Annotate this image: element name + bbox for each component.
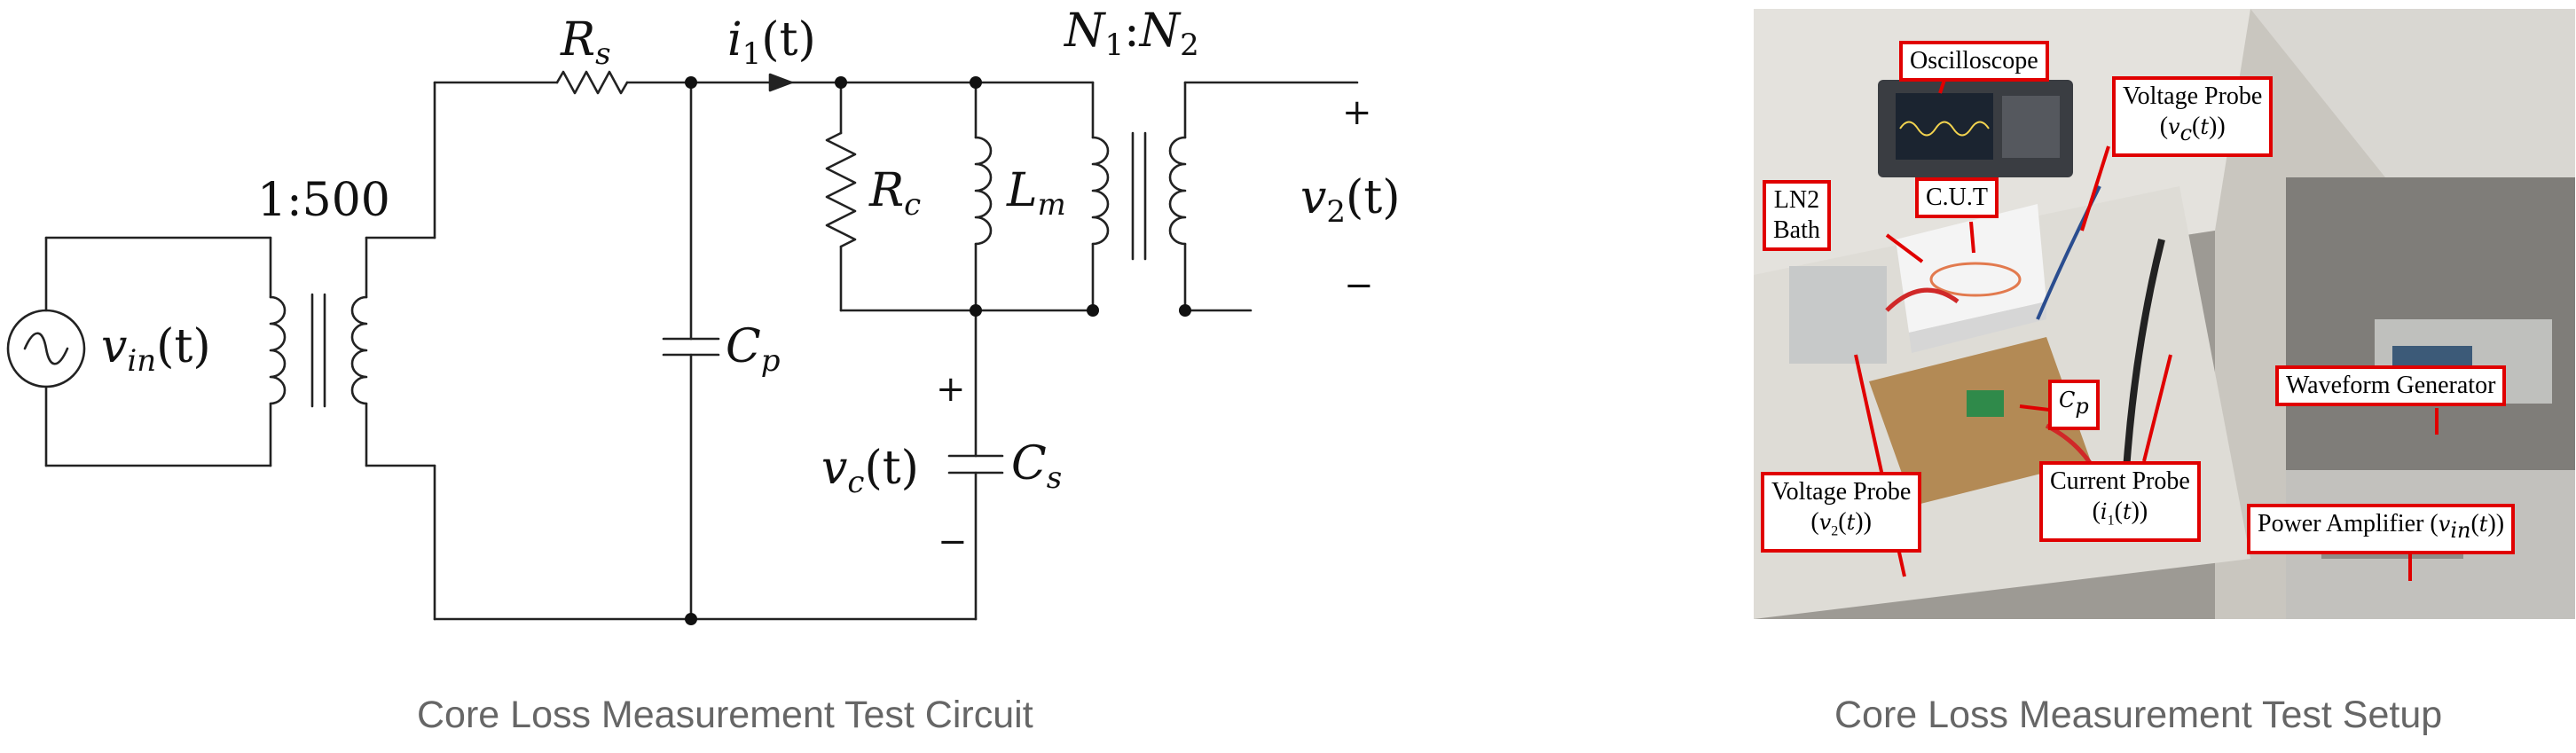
current-arrow-icon [768,73,793,92]
power-amplifier-label: Power Amplifier (vin(t)) [2247,504,2516,554]
test-setup-photo: Oscilloscope Voltage Probe (vc(t)) LN2 B… [1754,9,2575,619]
rs-resistor [555,70,629,95]
rs-label: Rs [560,13,611,72]
lm-label: Lm [1006,164,1066,223]
ideal-transformer [974,81,1359,312]
v2-plus-sign: + [1342,92,1372,133]
cp-capacitor [662,81,720,621]
lm-inductor [974,81,993,312]
voltage-probe-v2-label: Voltage Probe (v2(t)) [1761,472,1922,553]
oscilloscope-label: Oscilloscope [1899,41,2049,82]
cs-capacitor [947,309,1004,621]
current-probe-label: Current Probe (i1(t)) [2039,461,2201,542]
cp-photo-label: Cp [2048,380,2100,430]
voltage-probe-vc-label: Voltage Probe (vc(t)) [2112,76,2274,157]
v2-minus-sign: − [1344,265,1374,306]
cp-label: Cp [726,320,781,379]
setup-caption: Core Loss Measurement Test Setup [1834,694,2443,736]
rc-label: Rc [868,164,921,223]
source-loop-wires [44,236,272,467]
junction-dots [685,76,1191,625]
step-up-primary-coil [269,295,287,405]
circuit-caption: Core Loss Measurement Test Circuit [417,694,1033,736]
waveform-generator-label: Waveform Generator [2275,365,2507,406]
secondary-loop-wires [365,81,436,621]
source-label: vin(t) [101,320,211,379]
step-up-secondary-coil [350,295,368,405]
vc-plus-sign: + [936,369,966,410]
v2-label: v2(t) [1300,171,1401,230]
rc-resistor [825,81,978,312]
cs-label: Cs [1011,437,1062,496]
vc-label: vc(t) [821,442,919,500]
ln2-bath-label: LN2 Bath [1763,180,1831,251]
ac-sine-icon [23,332,69,365]
current-label: i1(t) [727,13,816,72]
cut-label: C.U.T [1915,177,1999,218]
turns-ratio-label: N1:N2 [1063,4,1199,63]
core-loss-test-circuit: 1:500 vin(t) Rs i1(t) N1:N2 Rc Lm Cp Cs … [6,4,1401,625]
ac-voltage-source [6,309,86,388]
step-up-ratio-label: 1:500 [257,174,390,227]
vc-minus-sign: − [938,522,968,562]
